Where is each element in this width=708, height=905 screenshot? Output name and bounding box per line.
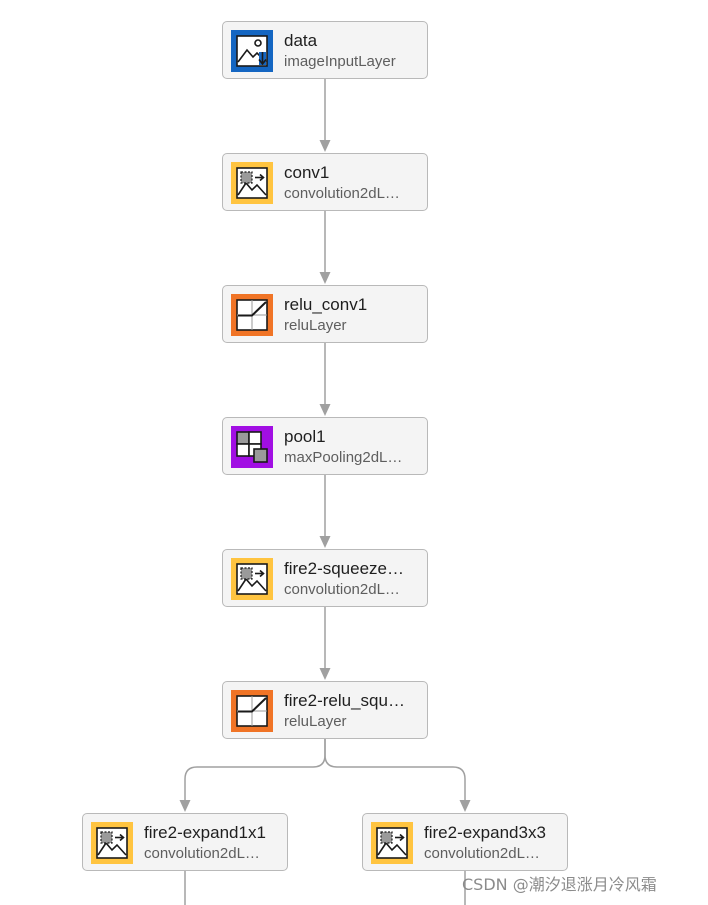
convolution-icon (91, 822, 133, 864)
edge-fire2-relu-squ-to-fire2-expand3x3 (324, 739, 466, 800)
layer-node-pool1[interactable]: pool1 maxPooling2dL… (222, 417, 428, 475)
layer-name: fire2-expand1x1 (144, 823, 266, 842)
arrowhead (319, 668, 331, 680)
layer-name: conv1 (284, 163, 330, 182)
layer-name: data (284, 31, 318, 50)
layer-node-fire2-expand3x3[interactable]: fire2-expand3x3 convolution2dL… (362, 813, 568, 871)
convolution-icon (231, 558, 273, 600)
arrowhead (179, 800, 191, 812)
layer-node-relu-conv1[interactable]: relu_conv1 reluLayer (222, 285, 428, 343)
layer-name: fire2-squeeze… (284, 559, 405, 578)
convolution-icon (231, 162, 273, 204)
watermark: CSDN @潮汐退涨月冷风霜 (462, 875, 657, 894)
layer-node-fire2-squeeze[interactable]: fire2-squeeze… convolution2dL… (222, 549, 428, 607)
layer-type: convolution2dL… (144, 845, 260, 862)
layer-name: fire2-expand3x3 (424, 823, 546, 842)
layer-node-fire2-expand1x1[interactable]: fire2-expand1x1 convolution2dL… (82, 813, 288, 871)
relu-icon (231, 294, 273, 336)
edge-fire2-relu-squ-to-fire2-expand1x1 (184, 739, 326, 800)
arrowhead (319, 140, 331, 152)
layer-type: convolution2dL… (424, 845, 540, 862)
layer-type: convolution2dL… (284, 581, 400, 598)
layer-type: convolution2dL… (284, 185, 400, 202)
convolution-icon (371, 822, 413, 864)
layer-type: reluLayer (284, 713, 347, 730)
image-input-icon (231, 30, 273, 72)
arrowhead (319, 404, 331, 416)
layer-type: maxPooling2dL… (284, 449, 403, 466)
arrowhead (459, 800, 471, 812)
relu-icon (231, 690, 273, 732)
layer-name: fire2-relu_squ… (284, 691, 405, 710)
layer-type: reluLayer (284, 317, 347, 334)
layer-node-conv1[interactable]: conv1 convolution2dL… (222, 153, 428, 211)
layer-type: imageInputLayer (284, 53, 396, 70)
layer-name: pool1 (284, 427, 326, 446)
layer-node-fire2-relu-squeeze[interactable]: fire2-relu_squ… reluLayer (222, 681, 428, 739)
layer-name: relu_conv1 (284, 295, 368, 314)
arrowhead (319, 272, 331, 284)
layer-node-data[interactable]: data imageInputLayer (222, 21, 428, 79)
arrowhead (319, 536, 331, 548)
max-pooling-icon (231, 426, 273, 468)
